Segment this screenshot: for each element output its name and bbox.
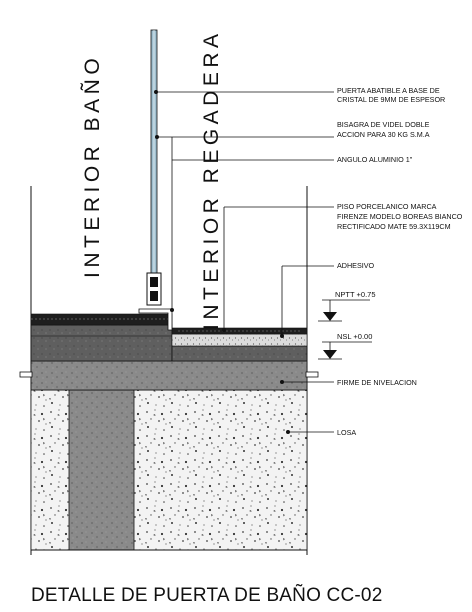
callout-screed: FIRME DE NIVELACION <box>337 378 417 387</box>
callout-door-line-2: CRISTAL DE 9MM DE ESPESOR <box>337 95 445 104</box>
level-label-nsl: NSL +0.00 <box>337 332 372 341</box>
drawing-title: DETALLE DE PUERTA DE BAÑO CC-02 <box>31 585 383 606</box>
slab-losa <box>30 389 308 551</box>
level-marker-nsl: NSL +0.00 <box>318 332 372 360</box>
zone-label-bathroom: INTERIOR BAÑO <box>80 54 104 278</box>
zone-label-shower: INTERIOR REGADERA <box>200 29 223 330</box>
callout-tile-line-2: FIRENZE MODELO BOREAS BIANCO <box>337 212 463 221</box>
callout-tile: PISO PORCELANICO MARCA FIRENZE MODELO BO… <box>337 202 463 231</box>
callout-adhesive-line-1: ADHESIVO <box>337 261 375 270</box>
callout-slab-line-1: LOSA <box>337 428 356 437</box>
callout-tile-line-1: PISO PORCELANICO MARCA <box>337 202 437 211</box>
bathroom-floor-build-up <box>30 313 173 362</box>
leveling-screed <box>19 360 319 391</box>
level-label-nptt: NPTT +0.75 <box>335 290 376 299</box>
callout-hinge-line-1: BISAGRA DE VIDEL DOBLE <box>337 120 430 129</box>
shower-floor-build-up <box>171 327 308 362</box>
hinge <box>146 272 162 306</box>
callout-slab: LOSA <box>337 428 356 437</box>
callout-hinge: BISAGRA DE VIDEL DOBLE ACCION PARA 30 KG… <box>337 120 430 139</box>
callout-door-line-1: PUERTA ABATIBLE A BASE DE <box>337 86 440 95</box>
callout-screed-line-1: FIRME DE NIVELACION <box>337 378 417 387</box>
callout-angle: ANGULO ALUMINIO 1" <box>337 155 413 164</box>
callout-adhesive: ADHESIVO <box>337 261 375 270</box>
leader-dots <box>154 90 290 434</box>
glass-door <box>150 29 158 276</box>
callout-hinge-line-2: ACCION PARA 30 KG S.M.A <box>337 130 430 139</box>
callout-door: PUERTA ABATIBLE A BASE DE CRISTAL DE 9MM… <box>337 86 445 104</box>
callout-angle-line-1: ANGULO ALUMINIO 1" <box>337 155 413 164</box>
leader-lines <box>156 91 334 433</box>
callout-tile-line-3: RECTIFICADO MATE 59.3X119CM <box>337 222 451 231</box>
level-marker-nptt: NPTT +0.75 <box>318 290 376 322</box>
